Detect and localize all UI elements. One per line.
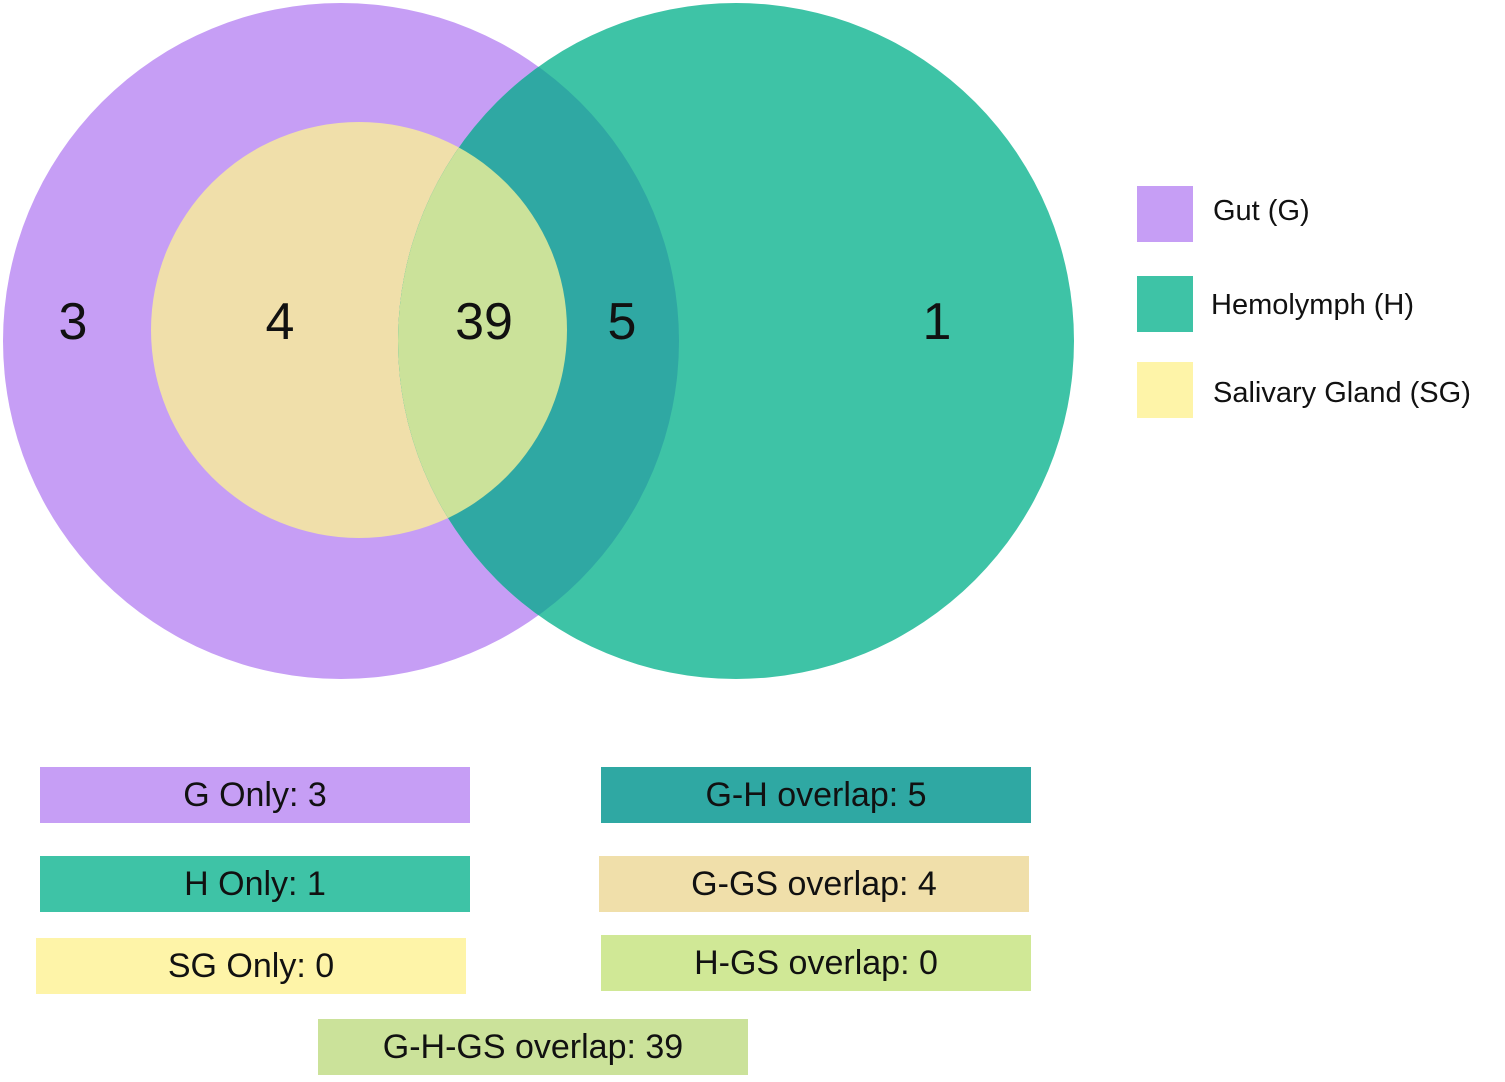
count-h-only: 1 [923, 293, 952, 351]
legend-label-hemolymph: Hemolymph (H) [1211, 289, 1414, 321]
legend-swatch-gut [1137, 186, 1193, 242]
count-g-h-sg: 39 [455, 293, 513, 351]
count-g-sg: 4 [266, 293, 295, 351]
legend: Gut (G) Hemolymph (H) Salivary Gland (SG… [1137, 186, 1471, 418]
summary-g-h-gs-overlap: G-H-GS overlap: 39 [318, 1019, 748, 1075]
summary-h-only: H Only: 1 [40, 856, 470, 912]
summary-h-gs-overlap: H-GS overlap: 0 [601, 935, 1031, 991]
summary-g-gs-overlap: G-GS overlap: 4 [599, 856, 1029, 912]
legend-swatch-hemolymph [1137, 276, 1193, 332]
summary-sg-only: SG Only: 0 [36, 938, 466, 994]
summary-g-only: G Only: 3 [40, 767, 470, 823]
count-g-h: 5 [608, 293, 637, 351]
summary-g-h-overlap: G-H overlap: 5 [601, 767, 1031, 823]
gut-hemolymph-overlap [398, 3, 679, 679]
venn-diagram: 3 4 39 5 1 Gut (G) Hemolymph (H) Salivar… [3, 3, 1471, 679]
triple-overlap [398, 122, 567, 538]
legend-label-salivary-gland: Salivary Gland (SG) [1213, 377, 1471, 409]
legend-swatch-salivary-gland [1137, 362, 1193, 418]
count-g-only: 3 [59, 293, 88, 351]
legend-label-gut: Gut (G) [1213, 195, 1310, 227]
